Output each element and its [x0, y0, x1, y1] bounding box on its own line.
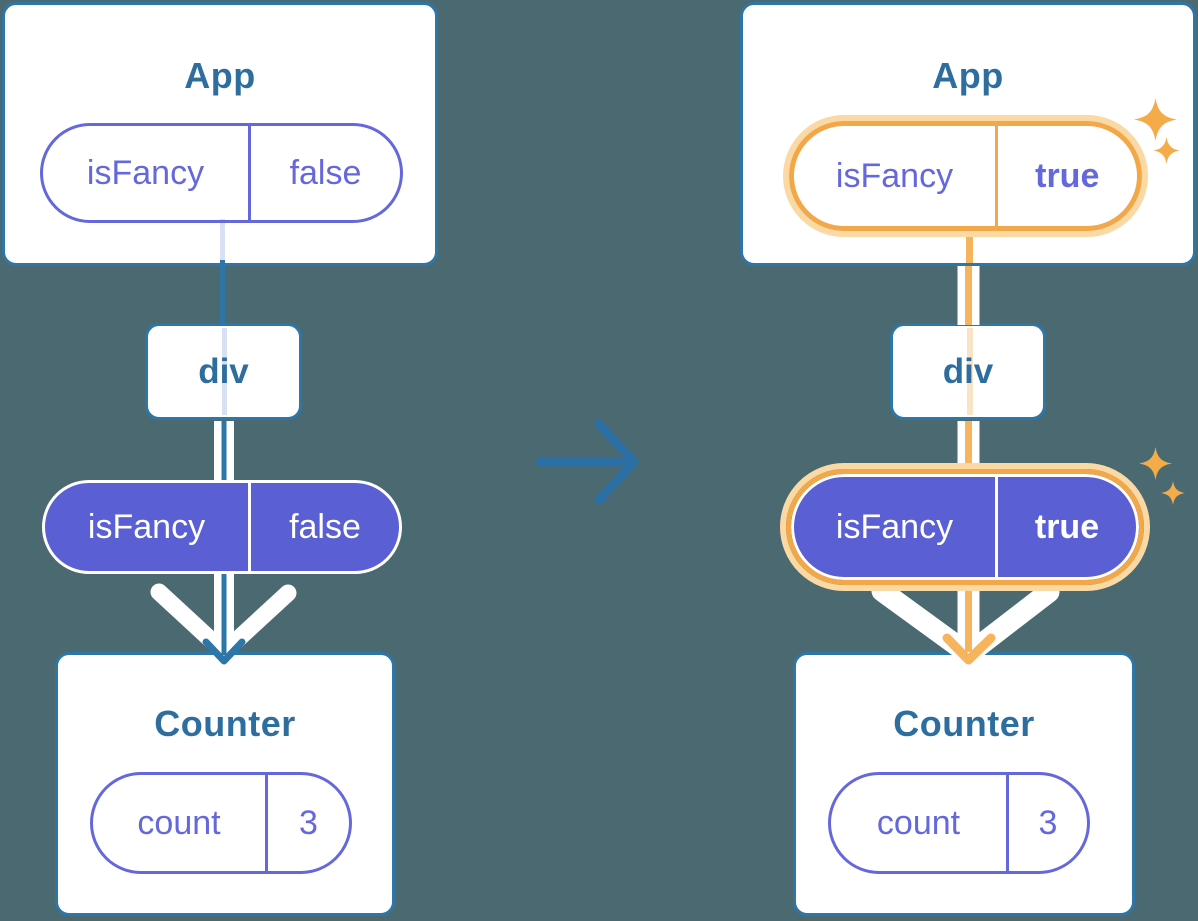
flow-chevron	[150, 583, 297, 661]
prop-pill: isFancy true	[789, 121, 1142, 231]
sparkle-icon	[1139, 447, 1172, 480]
state-name: count	[876, 803, 961, 842]
prop-name: isFancy	[86, 153, 205, 192]
prop-value: false	[289, 153, 362, 192]
app-title: App	[184, 55, 256, 96]
state-value: 3	[299, 803, 318, 842]
passed-prop-pill: isFancy true	[786, 469, 1144, 585]
prop-line-stub	[220, 219, 225, 263]
passed-prop-name: isFancy	[835, 507, 954, 546]
state-pill: count 3	[90, 772, 352, 874]
div-label: div	[198, 351, 249, 391]
prop-value: true	[1035, 156, 1100, 195]
prop-line-stub	[966, 235, 973, 263]
highlight-ring: isFancy true	[780, 463, 1150, 591]
prop-name: isFancy	[835, 156, 954, 195]
app-title: App	[932, 55, 1004, 96]
prop-pill: isFancy false	[40, 123, 403, 223]
pill-divider	[995, 126, 998, 226]
prop-line-through-div	[222, 328, 227, 415]
div-label: div	[942, 351, 994, 391]
pill-divider	[248, 126, 251, 220]
transition-arrow-icon	[535, 419, 639, 505]
pill-divider	[265, 775, 268, 871]
sparkle-icon	[1161, 481, 1185, 505]
passed-prop-value: true	[1034, 507, 1100, 546]
prop-line-through-div	[967, 328, 973, 415]
pill-divider	[1006, 775, 1009, 871]
flow-chevron	[871, 580, 1060, 665]
div-card: div	[145, 323, 302, 420]
state-name: count	[137, 803, 221, 842]
counter-title: Counter	[154, 703, 296, 744]
highlight-ring: isFancy true	[783, 115, 1148, 237]
passed-prop-value: false	[289, 507, 361, 546]
pill-divider	[995, 477, 998, 577]
state-pill: count 3	[828, 772, 1090, 874]
div-card: div	[890, 323, 1046, 420]
state-value: 3	[1038, 803, 1058, 842]
passed-prop-pill: isFancy false	[42, 480, 402, 574]
pill-divider	[248, 483, 251, 571]
passed-prop-name: isFancy	[87, 507, 206, 546]
counter-title: Counter	[893, 703, 1035, 744]
